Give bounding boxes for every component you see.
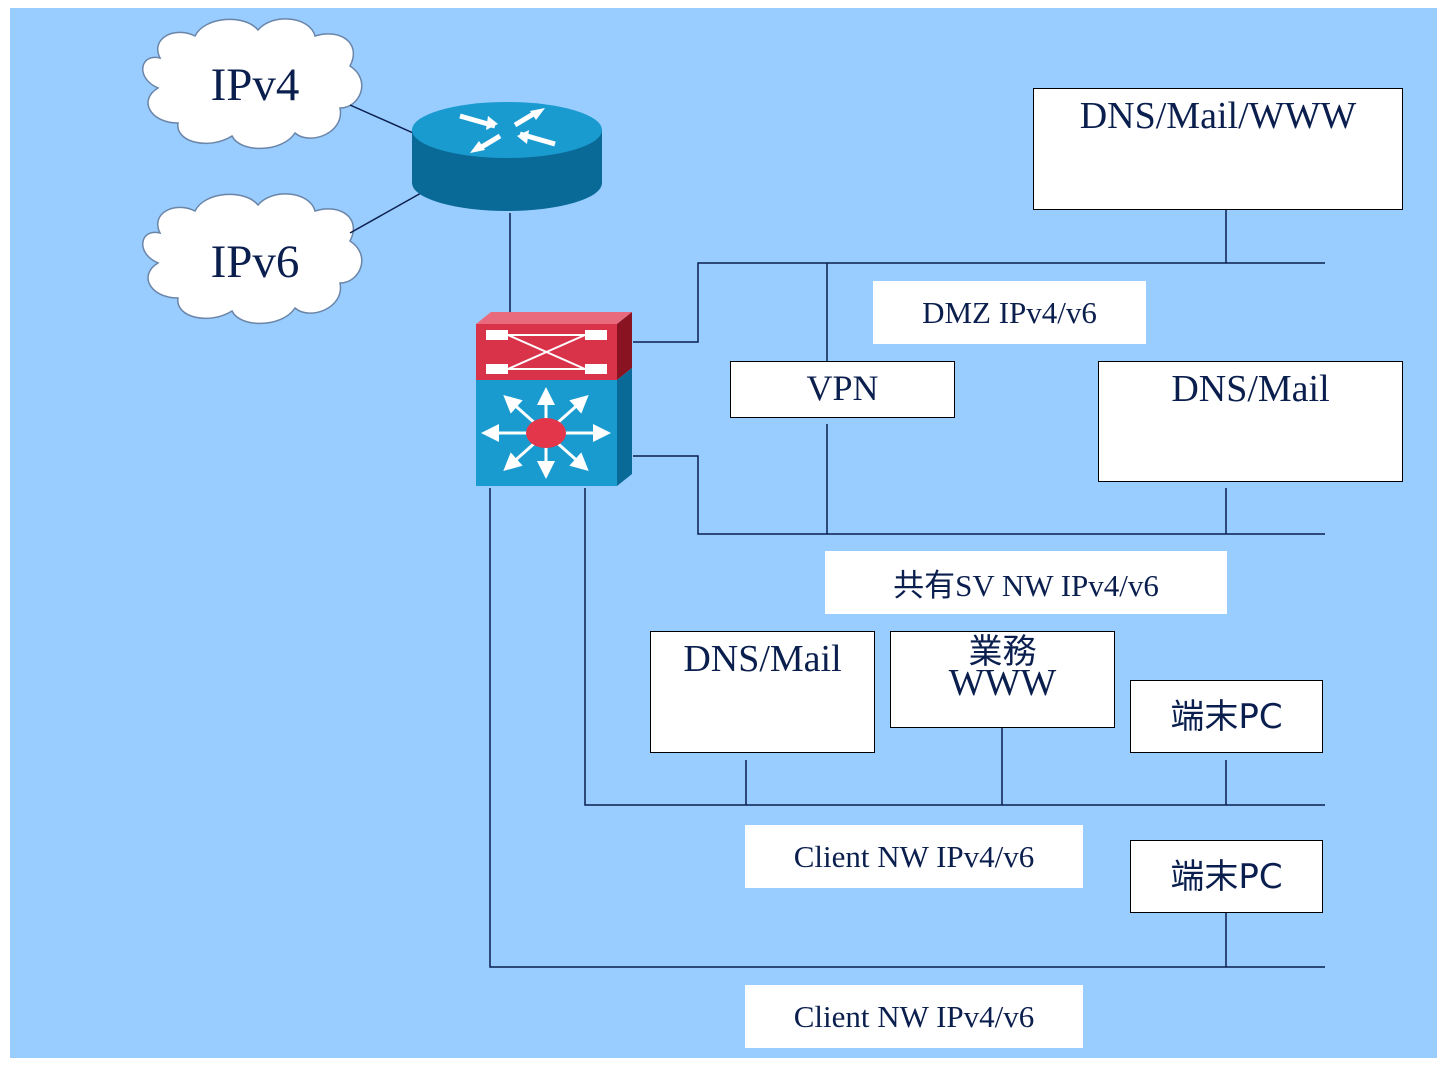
network-label-shared-sv: 共有SV NW IPv4/v6 [825,551,1227,614]
switch-icon [476,368,632,486]
terminal-pc-1: 端末PC [1130,680,1323,753]
terminal-pc-2: 端末PC [1130,840,1323,913]
network-label-text: Client NW IPv4/v6 [793,998,1035,1034]
server-label-line2: WWW [948,661,1057,704]
server-label: DNS/Mail/WWW [1079,95,1357,137]
server-vpn: VPN [730,361,955,418]
server-label: VPN [806,368,879,408]
diagram-canvas: IPv4 IPv6 DNS/Mail/WWW VPN DNS/Mail DNS/… [10,8,1437,1058]
server-dns-mail-client: DNS/Mail [650,631,875,753]
server-label: DNS/Mail [683,638,842,680]
pc-label: 端末PC [1170,696,1283,737]
network-label-text: Client NW IPv4/v6 [793,838,1035,874]
ipv6-cloud-label: IPv6 [210,236,300,288]
network-label-text: DMZ IPv4/v6 [922,294,1097,330]
network-label-text: 共有SV NW IPv4/v6 [893,568,1159,603]
ipv4-cloud-icon [142,18,363,150]
network-diagram [142,18,1325,968]
ipv4-cloud-label: IPv4 [210,59,300,111]
server-dns-mail-shared: DNS/Mail [1098,361,1403,482]
server-label-line1: 業務 [968,632,1037,672]
firewall-icon [476,312,632,380]
server-gyomu-www: 業務 WWW [890,631,1115,728]
network-links [489,210,1325,968]
network-label-client-2: Client NW IPv4/v6 [745,985,1083,1048]
link-ipv6-router [349,187,431,234]
router-icon [412,102,602,211]
pc-label: 端末PC [1170,856,1283,897]
link-ipv4-router [349,104,421,137]
network-label-dmz: DMZ IPv4/v6 [873,281,1146,344]
ipv6-cloud-icon [142,193,363,325]
server-label: DNS/Mail [1171,368,1330,410]
network-label-client-1: Client NW IPv4/v6 [745,825,1083,888]
server-dns-mail-www: DNS/Mail/WWW [1033,88,1403,210]
